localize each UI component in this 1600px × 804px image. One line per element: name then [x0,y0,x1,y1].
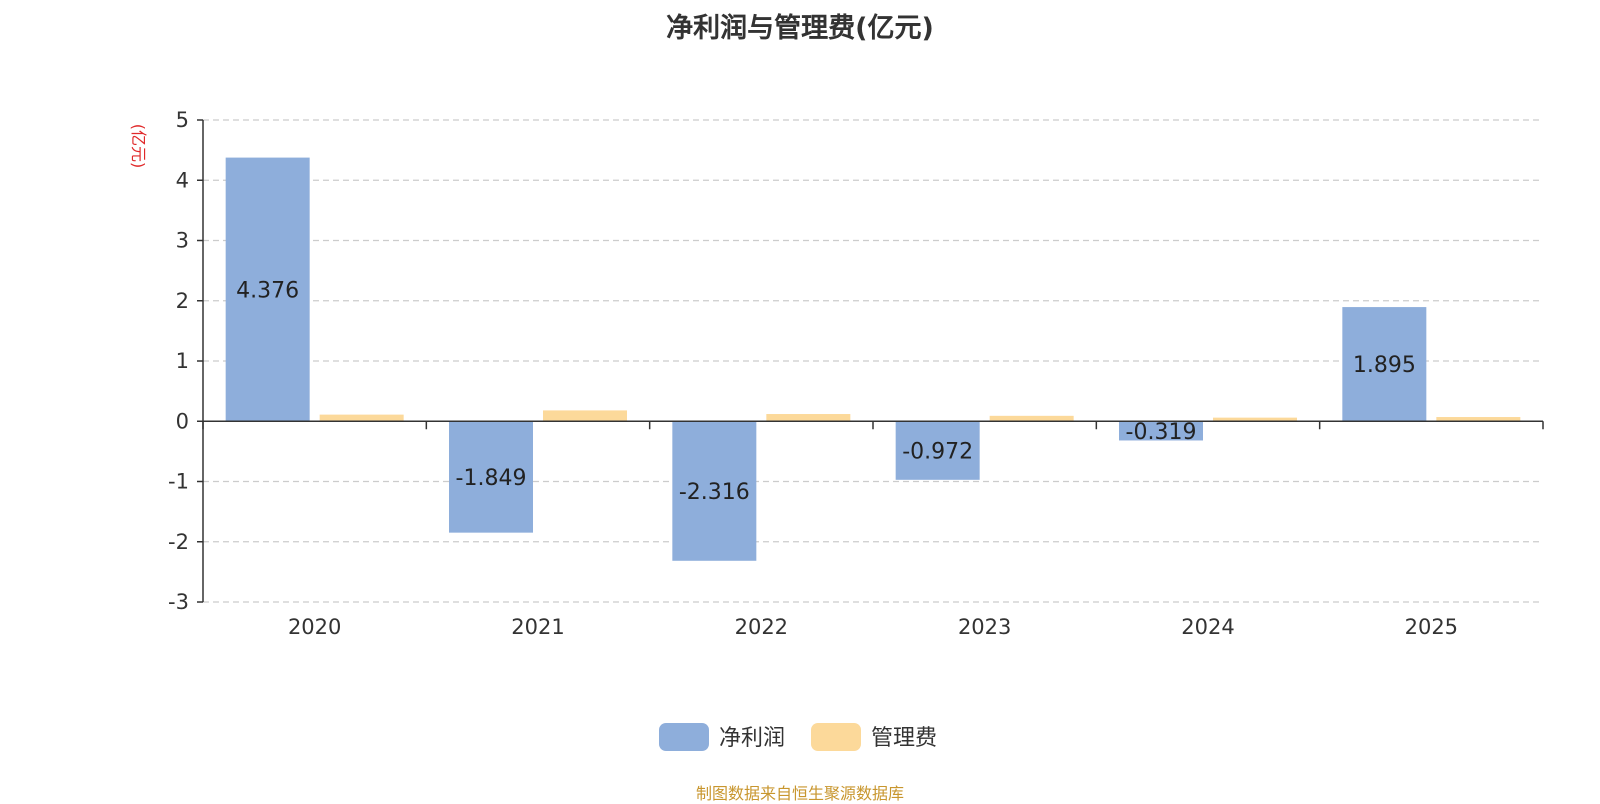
admin-expense-bar [989,415,1074,422]
axes: 5 4 3 2 1 0 -1 -2 -3 (亿元) 2020 2021 2022 2023 2024 2025 [129,108,1544,639]
admin-expense-bar [766,414,851,422]
x-tick-label: 2025 [1405,615,1458,639]
x-tick-label: 2023 [958,615,1011,639]
x-tick-label: 2021 [511,615,564,639]
grid-lines [203,119,1543,603]
y-tick-label: 3 [176,229,189,253]
y-axis-label: (亿元) [129,124,148,169]
legend-label-net-profit: 净利润 [719,726,785,751]
admin-expense-bar [543,410,627,422]
data-label: 4.376 [236,278,299,303]
net-profit-bar [672,421,757,561]
legend-swatch-admin-expense [811,723,861,751]
y-tick-label: 5 [176,108,189,132]
legend-swatch-net-profit [659,723,709,751]
net-profit-bar [895,421,980,480]
source-note: 制图数据来自恒生聚源数据库 [695,784,904,803]
net-profit-bar [225,157,310,422]
y-tick-label: -2 [168,530,189,554]
x-tick-label: 2024 [1181,615,1234,639]
data-label: 1.895 [1353,353,1416,378]
legend: 净利润 管理费 [659,723,937,751]
net-profit-bar [1119,421,1203,441]
y-tick-label: -1 [168,470,189,494]
bars [225,157,1521,561]
legend-label-admin-expense: 管理费 [871,726,937,751]
chart-title: 净利润与管理费(亿元) [666,13,934,44]
data-label: -2.316 [679,480,750,505]
net-profit-bar [1342,307,1427,422]
admin-expense-bar [1436,417,1521,422]
data-label: -0.319 [1126,420,1197,445]
y-tick-label: 1 [176,349,189,373]
y-tick-label: -3 [168,590,189,614]
admin-expense-bar [319,414,404,422]
data-label: -1.849 [456,466,527,491]
data-labels: 4.376 -1.849 -2.316 -0.972 -0.319 1.895 [236,278,1416,505]
net-profit-bar [449,421,533,533]
y-tick-label: 4 [176,168,189,192]
x-tick-label: 2022 [735,615,788,639]
data-label: -0.972 [902,440,973,465]
admin-expense-bar [1213,417,1297,422]
x-tick-label: 2020 [288,615,341,639]
y-tick-label: 2 [176,289,189,313]
y-tick-label: 0 [176,409,189,433]
